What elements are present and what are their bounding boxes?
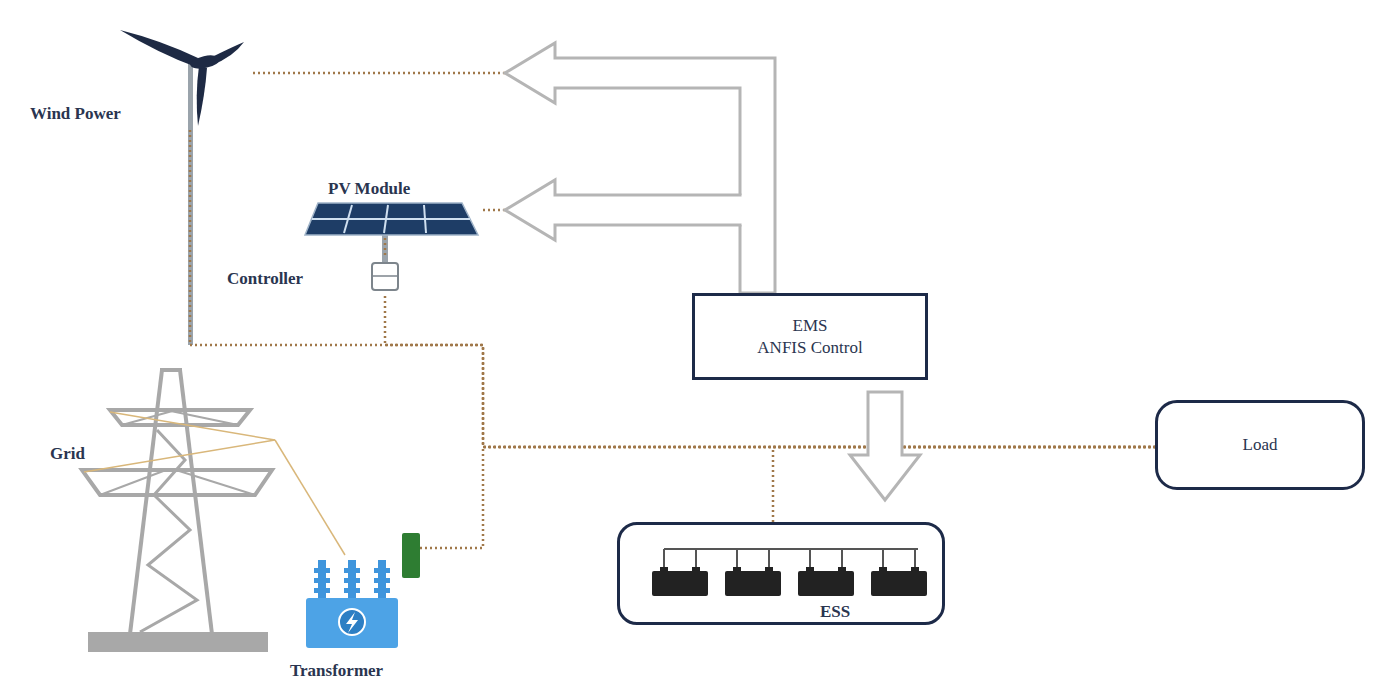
node-label: Wind Power xyxy=(30,103,121,124)
node-label: PV Module xyxy=(328,178,410,199)
node-label: Transformer xyxy=(290,660,383,681)
node-label: EMS ANFIS Control xyxy=(757,315,862,358)
label-line: EMS xyxy=(757,315,862,336)
node-label: Load xyxy=(1243,434,1278,455)
wind-power-node: Wind Power xyxy=(25,25,250,130)
wire xyxy=(773,447,1155,522)
wire xyxy=(275,440,345,555)
ems-box: EMS ANFIS Control xyxy=(692,293,928,380)
controller-symbol xyxy=(372,263,398,290)
block-arrow xyxy=(482,180,744,240)
pv-panel xyxy=(305,203,478,263)
ess-box: ESS xyxy=(617,522,945,625)
wire xyxy=(190,130,1155,447)
node-label: Controller xyxy=(227,268,303,289)
transformer-node: Transformer xyxy=(285,555,445,685)
block-arrow xyxy=(850,392,920,500)
wind-turbine xyxy=(120,30,244,345)
block-arrow xyxy=(250,43,775,293)
node-label: Grid xyxy=(50,443,85,464)
load-box: Load xyxy=(1155,400,1365,490)
battery-bank xyxy=(620,525,942,622)
controller-node: Controller xyxy=(222,258,402,296)
pv-module-node: PV Module xyxy=(300,178,482,238)
wire xyxy=(385,238,386,258)
grid-node: Grid xyxy=(45,360,275,660)
node-label: ESS xyxy=(820,601,850,622)
grid-tower xyxy=(82,370,275,652)
label-line: ANFIS Control xyxy=(757,337,862,358)
transformer-symbol xyxy=(306,533,445,648)
